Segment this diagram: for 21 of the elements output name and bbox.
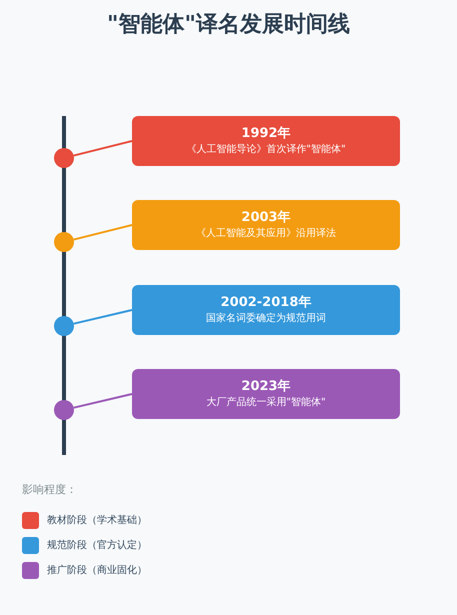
legend-text: 规范阶段（官方认定）: [47, 538, 147, 553]
event-description: 《人工智能及其应用》沿用译法: [196, 228, 336, 240]
connector-line: [74, 309, 132, 325]
event-year: 2003年: [241, 210, 291, 226]
event-year: 1992年: [241, 126, 291, 142]
legend-text: 教材阶段（学术基础）: [47, 514, 147, 528]
event-card: [132, 116, 400, 166]
event-card: [132, 285, 400, 335]
title: "智能体"译名发展时间线: [106, 11, 351, 39]
legend-title: 影响程度：: [22, 482, 77, 498]
connector-line: [74, 393, 132, 409]
legend-text: 推广阶段（商业固化）: [47, 564, 147, 578]
event-year: 2023年: [241, 378, 291, 395]
event-description: 国家名词委确定为规范用词: [206, 312, 326, 326]
event-description: 大厂产品统一采用"智能体": [206, 396, 326, 410]
event-card: [132, 200, 400, 250]
event-card: [132, 369, 400, 419]
connector-line: [73, 140, 132, 157]
event-year: 2002-2018年: [220, 294, 312, 311]
event-description: 《人工智能导论》首次译作"智能体": [186, 144, 346, 156]
connector-line: [73, 224, 132, 241]
